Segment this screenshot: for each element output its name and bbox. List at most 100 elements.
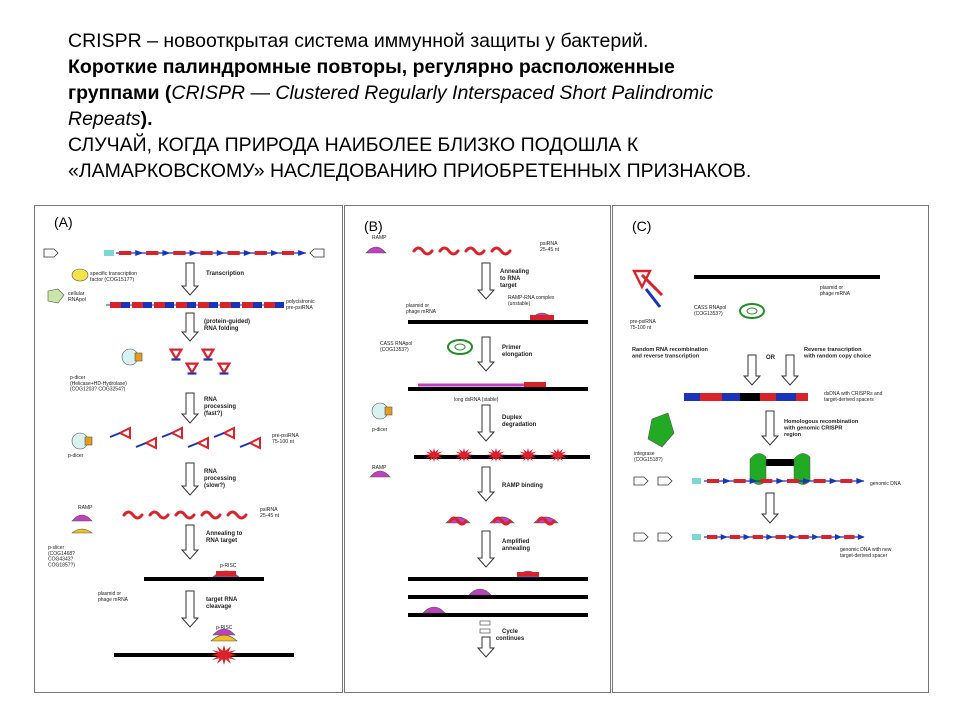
pre-rna-spacer	[121, 302, 130, 308]
repeat-unit	[227, 251, 240, 255]
pre-rna-repeat	[110, 302, 121, 308]
spacer-arrow	[243, 250, 252, 256]
slicer-shape	[71, 528, 93, 534]
repeat-unit	[733, 479, 746, 483]
down-arrow	[476, 336, 496, 372]
header-line-1: CRISPR – новооткрытая система иммунной з…	[68, 30, 649, 52]
spacer-arrow	[766, 534, 774, 540]
repeat-unit	[752, 535, 763, 539]
dicer1-label: p-dicer(Helicase+HD-Hydrolase)(COG1203? …	[70, 375, 127, 393]
gene-box	[657, 532, 673, 542]
down-arrow	[180, 262, 200, 296]
dicer-b-label: p-dicer	[372, 427, 388, 433]
down-arrow	[476, 404, 496, 442]
genomic2-leader	[692, 534, 701, 540]
pre-rna-spacer	[231, 302, 240, 308]
cleavage-burst	[548, 448, 568, 462]
pre-rna-spacer	[275, 302, 284, 308]
psirna-wave	[226, 510, 248, 520]
ramp-b2-label: RAMP	[372, 465, 387, 471]
complex-label: RAMP-RNA complex(unstable)	[508, 295, 555, 307]
down-arrow	[476, 530, 496, 568]
dicer-box	[84, 436, 93, 446]
prepsi-spacer	[187, 442, 199, 448]
down-arrow	[476, 636, 496, 658]
repeat-unit	[146, 251, 159, 255]
psirna-wave	[492, 516, 512, 526]
leader-seq	[104, 250, 114, 256]
ramp-protein	[71, 514, 93, 522]
ramp-protein	[422, 606, 446, 614]
dsdna-segment	[740, 393, 760, 401]
psirna-wave	[448, 516, 468, 526]
cycle-dash-1	[479, 620, 491, 626]
risc2-label: p-RISC	[216, 625, 233, 631]
psirna-wave	[174, 510, 196, 520]
down-arrow	[760, 492, 780, 524]
spacer-arrow	[789, 534, 797, 540]
slicer-label: p-slicer(COG1468?COG4343?COG1857?)	[48, 545, 75, 568]
panel-a-label: (A)	[54, 214, 73, 230]
dsdna-segment	[776, 393, 796, 401]
pre-rna-repeat	[154, 302, 165, 308]
prepsi-c-spacer	[644, 288, 662, 308]
spacer-arrow	[829, 478, 838, 484]
pre-rna-spacer	[165, 302, 174, 308]
prepsi-spacer	[109, 432, 121, 438]
prepsi-hairpin	[247, 436, 261, 450]
dsdna-segment	[684, 393, 700, 401]
spacer-arrow	[749, 478, 758, 484]
hairpin	[200, 348, 216, 361]
repeat-unit	[821, 535, 832, 539]
risc-label: p-RISC	[220, 563, 237, 569]
spacer-arrow	[803, 478, 811, 484]
repeat-unit	[798, 535, 809, 539]
factor-oval	[71, 268, 89, 282]
psirna-wave	[536, 516, 556, 526]
hairpin	[184, 362, 200, 375]
down-arrow	[180, 392, 200, 424]
rnapol-shape	[47, 288, 65, 304]
spacer-arrow	[271, 250, 280, 256]
ramp-protein	[468, 588, 492, 596]
header-line-3b: Repeats).	[68, 106, 928, 132]
prepsi-hairpin	[117, 426, 131, 440]
ramp-b-label: RAMP	[372, 235, 387, 241]
dsrna-label: long dsRNA (stable)	[454, 397, 499, 403]
dsdna-segment	[722, 393, 740, 401]
down-arrow	[180, 524, 200, 560]
repeat-unit	[729, 535, 741, 539]
header-line-3-italic: CRISPR — Clustered Regularly Interspaced…	[171, 82, 714, 104]
repeat-unit	[787, 479, 799, 483]
gene-box	[43, 248, 59, 258]
spacer-arrow	[298, 250, 307, 256]
header-line-2: Короткие палиндромные повторы, регулярно…	[68, 56, 675, 78]
dsdna-segment	[700, 393, 722, 401]
header-line-3-italic2: Repeats	[68, 108, 141, 130]
complex-rna	[530, 315, 554, 320]
pre-rna-repeat	[242, 302, 253, 308]
psirna-wave	[148, 510, 170, 520]
prepsi-hairpin	[221, 426, 235, 440]
pre-rna-spacer	[143, 302, 152, 308]
cass-c-label: CASS RNApol(COG1353?)	[694, 305, 726, 317]
rnapol-ring	[739, 303, 765, 319]
dsdna-segment	[760, 393, 776, 401]
ramp-protein	[210, 634, 238, 642]
prepsi-spacer	[135, 442, 147, 448]
repeat-unit	[813, 479, 826, 483]
